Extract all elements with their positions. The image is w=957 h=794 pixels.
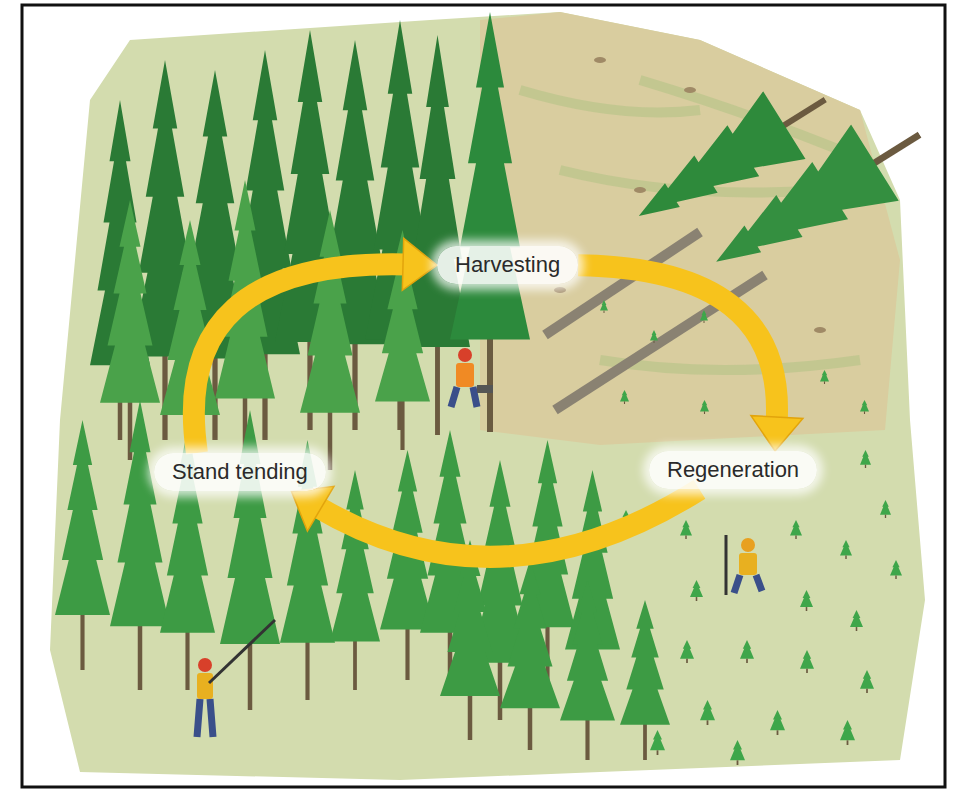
seedling — [860, 670, 874, 693]
stump — [684, 87, 696, 93]
seedling — [860, 400, 869, 414]
tree — [100, 200, 160, 460]
tree — [440, 540, 500, 740]
arrow-head — [402, 238, 437, 290]
legs — [451, 387, 477, 407]
worker-tending — [197, 620, 275, 737]
seedling — [800, 650, 814, 673]
stage-text: Harvesting — [455, 252, 560, 278]
seedling — [840, 720, 855, 745]
seedling — [820, 370, 829, 384]
seedling — [770, 710, 785, 735]
legs — [734, 575, 762, 593]
vest — [456, 363, 474, 387]
seedling — [850, 610, 863, 631]
chainsaw — [477, 385, 493, 393]
worker-harvesting — [451, 348, 493, 407]
seedling — [880, 500, 891, 518]
hard-hat — [458, 348, 472, 362]
seedling — [800, 590, 813, 611]
planting-tool — [725, 535, 728, 595]
arrow-shaft — [194, 264, 407, 453]
vest — [197, 673, 213, 699]
cycle-arrow — [578, 265, 803, 451]
worker-planting — [726, 535, 762, 595]
seedling — [740, 640, 754, 663]
pruning-pole — [209, 620, 275, 683]
frame — [22, 5, 945, 787]
stage-text: Regeneration — [667, 457, 799, 483]
seedling — [680, 640, 694, 663]
seedling — [790, 520, 802, 539]
tree — [500, 560, 560, 750]
seedling — [700, 400, 709, 414]
stage-label: Harvesting — [437, 246, 578, 284]
seedling — [890, 560, 902, 579]
tree — [330, 470, 380, 690]
tree — [55, 420, 110, 670]
tree — [560, 580, 615, 760]
tree — [380, 450, 435, 680]
cycle-arrow — [291, 486, 699, 556]
stage-label: Stand tending — [154, 453, 326, 491]
stump — [594, 57, 606, 63]
tree — [620, 600, 670, 760]
arrow-head — [291, 486, 334, 531]
hillside — [480, 12, 900, 445]
seedlings — [600, 300, 902, 765]
stump — [634, 187, 646, 193]
legs — [197, 699, 213, 737]
tree — [300, 210, 360, 470]
seedling — [650, 730, 665, 755]
seedling — [730, 740, 745, 765]
arrow-shaft — [317, 489, 699, 556]
seedling — [700, 700, 715, 725]
seedling — [700, 310, 708, 323]
seedling — [620, 390, 629, 404]
seedling — [680, 520, 692, 539]
seedling — [860, 450, 871, 468]
stage-text: Stand tending — [172, 459, 308, 485]
vest — [739, 553, 757, 575]
seedling — [840, 540, 852, 559]
felled-crown — [692, 96, 943, 300]
stage-label: Regeneration — [649, 451, 817, 489]
arrow-shaft — [578, 265, 777, 421]
hard-hat — [198, 658, 212, 672]
felled-trees — [545, 66, 944, 410]
cycle-arrow — [194, 238, 437, 453]
tree — [450, 12, 530, 432]
ground — [50, 12, 925, 780]
stump — [554, 287, 566, 293]
tree — [110, 400, 170, 690]
hard-hat — [741, 538, 755, 552]
seedling — [650, 330, 658, 343]
stump — [814, 327, 826, 333]
arrow-head — [751, 416, 803, 451]
seedling — [690, 580, 703, 601]
seedling — [600, 300, 608, 313]
tended-stand — [55, 400, 670, 760]
middle-forest — [100, 180, 430, 470]
